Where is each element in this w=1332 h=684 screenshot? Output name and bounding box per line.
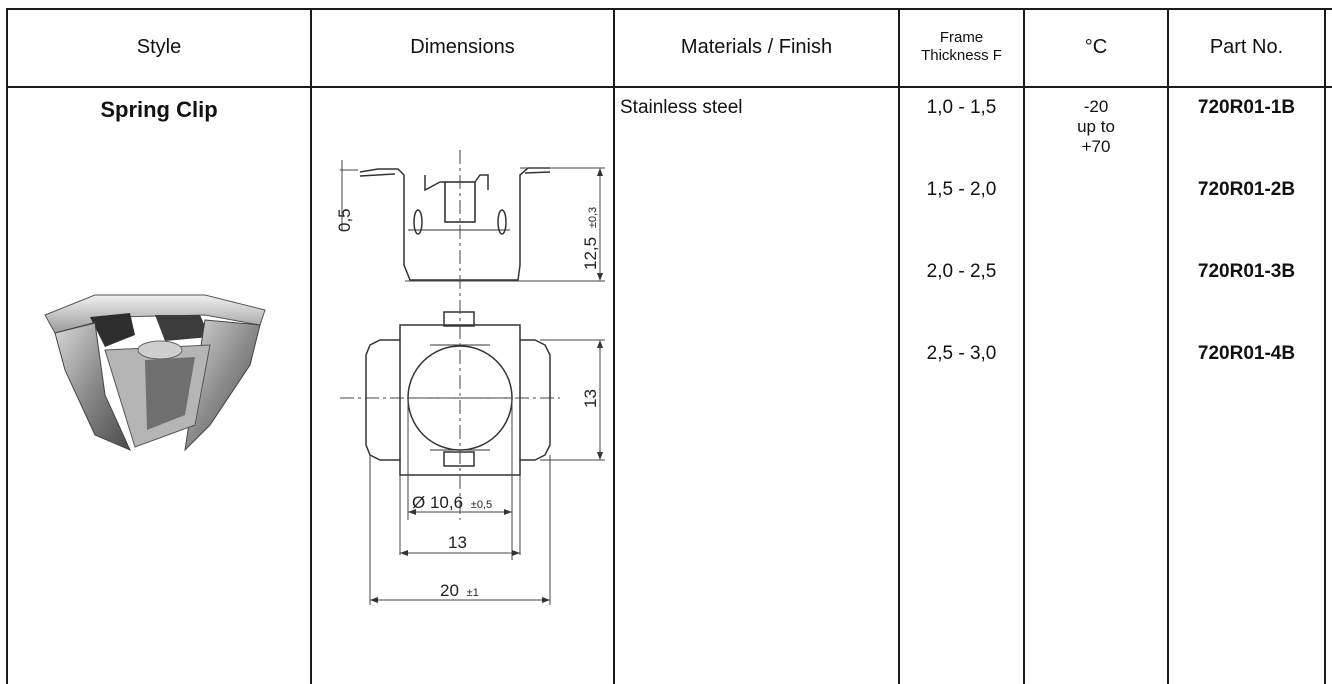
- dim-side-height: 13: [581, 389, 600, 408]
- dim-sheet-thickness: 0,5: [335, 208, 354, 232]
- svg-text:20 ±1: 20 ±1: [440, 581, 479, 600]
- part-no-2: 720R01-2B: [1197, 179, 1296, 200]
- svg-text:12,5 ±0,3: 12,5 ±0,3: [581, 207, 600, 270]
- dim-diameter-value: 10,6: [430, 493, 463, 512]
- style-name: Spring Clip: [100, 97, 218, 122]
- dim-diameter-tol: ±0,5: [471, 499, 492, 511]
- col-border-3: [898, 8, 900, 684]
- col-border-2: [613, 8, 615, 684]
- part-no-3: 720R01-3B: [1197, 261, 1296, 282]
- thickness-4: 2,5 - 3,0: [926, 343, 997, 364]
- thickness-1: 1,0 - 1,5: [926, 97, 997, 118]
- diameter-symbol: Ø: [412, 493, 425, 512]
- part-no-4: 720R01-4B: [1197, 343, 1296, 364]
- dimension-drawing: 0,5 12,5 ±0,3 13 Ø 10,6 ±0,5: [335, 150, 605, 605]
- col-border-5: [1167, 8, 1169, 684]
- col-border-0: [6, 8, 8, 684]
- col-border-4: [1023, 8, 1025, 684]
- header-temperature: °C: [1084, 35, 1108, 58]
- thickness-2: 1,5 - 2,0: [926, 179, 997, 200]
- dim-inner-width: 13: [448, 533, 467, 552]
- thickness-3: 2,0 - 2,5: [926, 261, 997, 282]
- col-border-1: [310, 8, 312, 684]
- header-dimensions: Dimensions: [410, 35, 515, 58]
- header-style: Style: [136, 35, 182, 58]
- spring-clip-photo: [44, 294, 266, 452]
- dim-height-value: 12,5: [581, 237, 600, 270]
- header-materials: Materials / Finish: [680, 35, 833, 58]
- dim-overall-tol: ±1: [467, 587, 479, 599]
- col-border-6: [1324, 8, 1326, 684]
- header-bottom-border: [6, 86, 1332, 88]
- dim-overall-width: 20: [440, 581, 459, 600]
- material-text: Stainless steel: [620, 97, 743, 118]
- part-no-1: 720R01-1B: [1197, 97, 1296, 118]
- svg-text:Ø 10,6 ±0,5: Ø 10,6 ±0,5: [412, 493, 492, 512]
- dim-height-tol: ±0,3: [587, 207, 599, 228]
- temperature-range: -20 up to +70: [1077, 97, 1115, 156]
- table-top-border: [6, 8, 1332, 10]
- header-part-no: Part No.: [1209, 35, 1284, 58]
